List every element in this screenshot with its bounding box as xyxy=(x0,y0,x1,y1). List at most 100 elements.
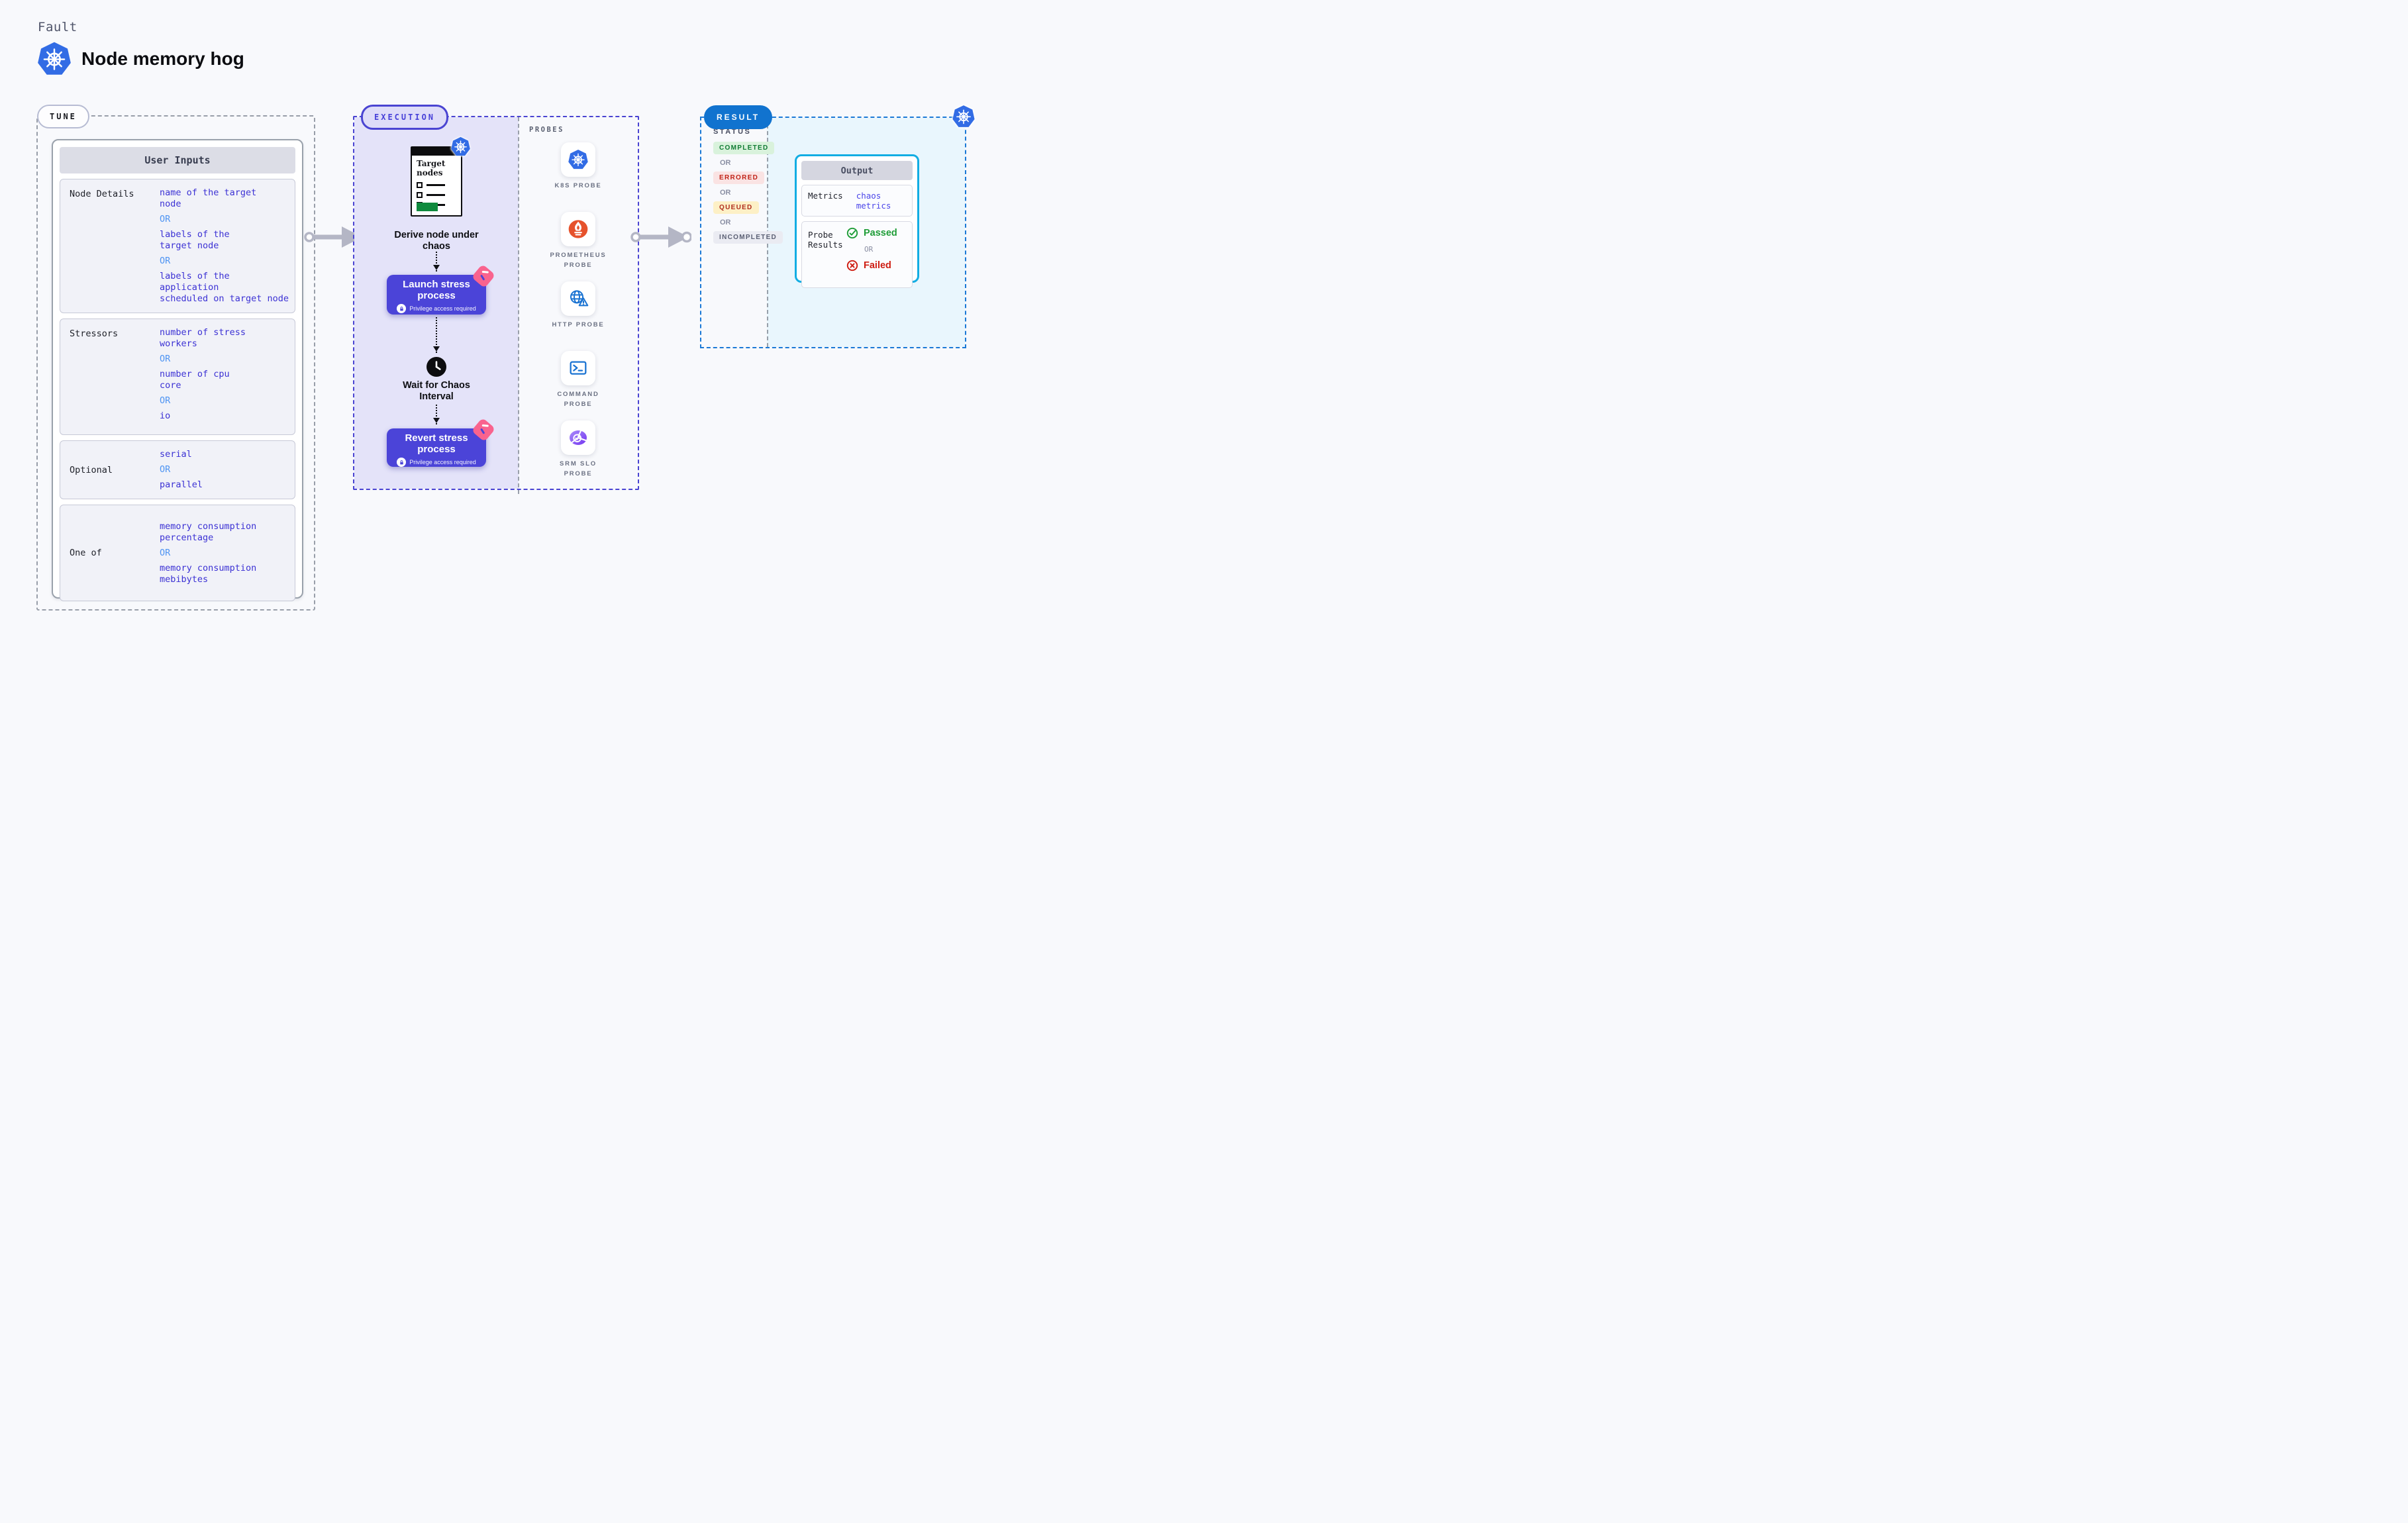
or-label: OR xyxy=(864,245,874,254)
launch-stress-step: Launch stress process Privilege access r… xyxy=(387,264,496,315)
probe-label: COMMAND PROBE xyxy=(557,391,599,408)
or-label: OR xyxy=(720,159,731,167)
passed-label: Passed xyxy=(864,228,897,238)
progress-bar xyxy=(417,203,438,211)
input-value: memory consumption percentage xyxy=(160,520,257,543)
input-value: serial xyxy=(160,449,192,460)
input-value: number of cpu core xyxy=(160,369,230,391)
derive-step-label: Derive node under chaos xyxy=(394,230,479,252)
input-row-label: One of xyxy=(70,548,102,558)
node-checkbox-row xyxy=(417,182,445,188)
or-label: OR xyxy=(160,464,171,475)
output-header: Output xyxy=(801,161,913,180)
command-probe-icon xyxy=(560,351,595,385)
privilege-note: Privilege access required xyxy=(409,459,476,466)
privilege-note: Privilege access required xyxy=(409,305,476,312)
probes-heading: PROBES xyxy=(529,126,564,134)
srm-slo-probe-icon xyxy=(560,420,595,455)
user-inputs-table: User Inputs Node Details name of the tar… xyxy=(52,139,303,601)
or-label: OR xyxy=(160,395,171,406)
probe-results-label: Probe Results xyxy=(808,230,843,250)
input-row-values: serial OR parallel xyxy=(150,441,295,499)
probe-item: COMMAND PROBE xyxy=(557,351,599,420)
or-label: OR xyxy=(160,214,171,224)
passed-line: Passed xyxy=(846,227,897,239)
tune-panel xyxy=(36,115,315,611)
status-badge-errored: ERRORED xyxy=(713,172,765,184)
target-nodes-card: Target nodes xyxy=(411,146,462,217)
status-column: STATUS COMPLETED OR ERRORED OR QUEUED OR… xyxy=(713,128,783,248)
revert-stress-label: Revert stress process xyxy=(405,432,468,455)
output-card: Output Metrics chaos metrics Probe Resul… xyxy=(795,154,919,288)
probe-item: SRM SLO PROBE xyxy=(560,420,597,490)
k8s-probe-icon xyxy=(560,142,595,177)
input-row-stressors: Stressors number of stress workers OR nu… xyxy=(60,319,295,435)
flow-arrow-icon xyxy=(630,224,691,250)
or-label: OR xyxy=(160,256,171,266)
page-title-row: Node memory hog xyxy=(36,41,244,77)
input-row-one-of: One of memory consumption percentage OR … xyxy=(60,505,295,601)
status-badge-queued: QUEUED xyxy=(713,201,759,214)
input-value: number of stress workers xyxy=(160,327,246,349)
execution-panel: Target nodes Derive node under chaos Lau… xyxy=(353,116,639,494)
page-title: Node memory hog xyxy=(81,48,244,69)
kubernetes-logo-icon xyxy=(36,41,72,77)
dotted-arrow-icon xyxy=(432,317,440,353)
status-heading: STATUS xyxy=(713,128,752,136)
input-value: labels of the target node xyxy=(160,229,230,251)
input-row-label: Node Details xyxy=(70,189,134,199)
result-panel: STATUS COMPLETED OR ERRORED OR QUEUED OR… xyxy=(700,117,966,348)
or-label: OR xyxy=(720,189,731,197)
checkbox-icon xyxy=(417,192,423,198)
launch-stress-label: Launch stress process xyxy=(403,279,470,301)
lock-icon xyxy=(397,304,407,313)
metrics-value: chaos metrics xyxy=(856,191,891,211)
probe-item: PROMETHEUS PROBE xyxy=(550,212,606,281)
clock-icon xyxy=(426,357,446,377)
input-row-values: memory consumption percentage OR memory … xyxy=(150,505,295,601)
node-line xyxy=(426,194,445,196)
revert-stress-step: Revert stress process Privilege access r… xyxy=(387,417,496,467)
privilege-note-row: Privilege access required xyxy=(387,458,486,467)
status-badge-completed: COMPLETED xyxy=(713,142,775,154)
kubernetes-badge-icon xyxy=(450,136,471,157)
probe-label: SRM SLO PROBE xyxy=(560,460,597,477)
input-value: memory consumption mebibytes xyxy=(160,562,257,585)
lock-icon xyxy=(397,458,407,467)
dotted-arrow-icon xyxy=(432,252,440,271)
probes-list: K8S PROBE PROMETHEUS PROBE HTTP PROBE CO… xyxy=(519,142,638,490)
or-label: OR xyxy=(160,547,171,558)
input-row-optional: Optional serial OR parallel xyxy=(60,440,295,499)
execution-probes-divider xyxy=(518,117,519,494)
input-row-node-details: Node Details name of the target node OR … xyxy=(60,179,295,313)
http-probe-icon xyxy=(561,281,595,316)
probe-label: HTTP PROBE xyxy=(552,321,605,328)
user-inputs-header: User Inputs xyxy=(60,147,295,173)
input-row-values: number of stress workers OR number of cp… xyxy=(150,319,295,434)
failed-label: Failed xyxy=(864,260,891,271)
probe-label: K8S PROBE xyxy=(554,182,602,189)
privilege-note-row: Privilege access required xyxy=(387,304,486,313)
kubernetes-corner-icon xyxy=(952,105,976,128)
or-label: OR xyxy=(720,219,731,226)
wait-step-label: Wait for Chaos Interval xyxy=(403,380,470,402)
input-value: parallel xyxy=(160,479,203,490)
fault-eyebrow-label: Fault xyxy=(38,20,77,34)
input-value: labels of the application scheduled on t… xyxy=(160,271,289,304)
tune-badge: TUNE xyxy=(37,105,89,128)
status-badge-incompleted: INCOMPLETED xyxy=(713,231,783,244)
node-checkbox-row xyxy=(417,192,445,198)
or-label: OR xyxy=(160,354,171,364)
probe-item: K8S PROBE xyxy=(554,142,601,212)
fault-diagram-page: Fault Node memory hog TUNE User Inputs N… xyxy=(0,0,1020,645)
dotted-arrow-icon xyxy=(432,405,440,424)
input-row-label: Optional xyxy=(70,464,113,475)
target-card-titlebar xyxy=(412,148,461,156)
failed-line: Failed xyxy=(846,260,897,271)
probe-results-values: Passed OR Failed xyxy=(846,227,897,282)
metrics-row: Metrics chaos metrics xyxy=(801,185,913,217)
target-nodes-title: Target nodes xyxy=(417,159,446,178)
probe-results-row: Probe Results Passed OR Failed xyxy=(801,221,913,288)
check-circle-icon xyxy=(846,227,858,239)
prometheus-probe-icon xyxy=(560,212,595,246)
